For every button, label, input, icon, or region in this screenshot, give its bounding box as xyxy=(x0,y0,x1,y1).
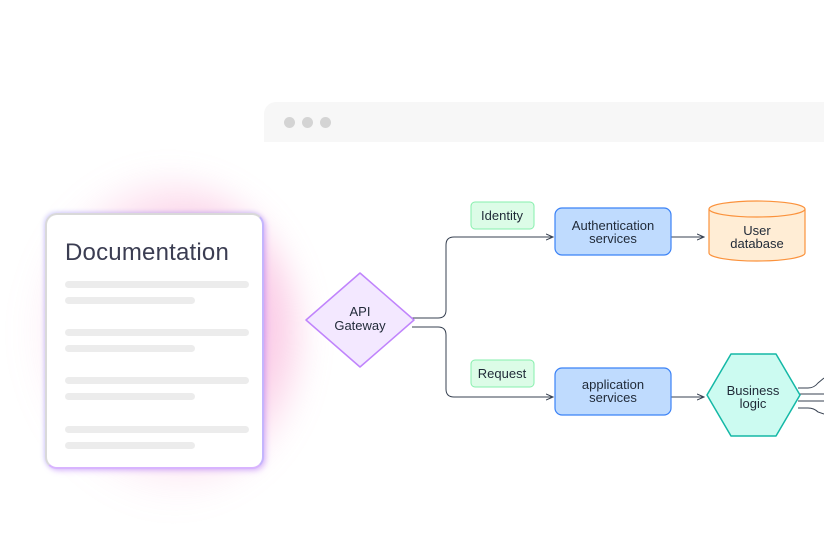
text-placeholder-line xyxy=(65,426,249,433)
user-database-node: User database xyxy=(708,200,806,262)
edge-gateway-to-app xyxy=(412,326,553,397)
business-logic-node: Business logic xyxy=(706,353,801,437)
documentation-card: Documentation xyxy=(45,213,264,469)
text-placeholder-line xyxy=(65,345,195,352)
window-dot-icon xyxy=(284,117,295,128)
identity-label-text: Identity xyxy=(481,208,523,223)
edge-business-out-4 xyxy=(798,407,824,415)
identity-edge-label: Identity xyxy=(470,201,535,230)
auth-services-label-2: services xyxy=(589,231,637,246)
edges xyxy=(412,237,824,415)
browser-title-bar xyxy=(264,102,824,142)
request-edge-label: Request xyxy=(470,359,535,388)
window-dot-icon xyxy=(302,117,313,128)
text-placeholder-line xyxy=(65,393,195,400)
user-database-label-1: User xyxy=(743,223,771,238)
text-placeholder-line xyxy=(65,281,249,288)
text-placeholder-line xyxy=(65,442,195,449)
auth-services-label-1: Authentication xyxy=(572,218,654,233)
text-placeholder-line xyxy=(65,377,249,384)
edge-gateway-to-auth xyxy=(412,237,553,319)
api-gateway-label-2: Gateway xyxy=(334,318,386,333)
app-services-label-1: application xyxy=(582,377,644,392)
text-placeholder-line xyxy=(65,329,249,336)
documentation-title: Documentation xyxy=(65,239,230,266)
user-database-label-2: database xyxy=(730,236,784,251)
architecture-diagram: API Gateway Identity Request Authenticat… xyxy=(305,200,824,437)
api-gateway-label-1: API xyxy=(350,304,371,319)
edge-business-out-1 xyxy=(798,377,824,389)
api-gateway-node: API Gateway xyxy=(305,272,415,368)
business-logic-label-1: Business xyxy=(727,383,780,398)
authentication-services-node: Authentication services xyxy=(554,207,672,256)
request-label-text: Request xyxy=(478,366,527,381)
window-dot-icon xyxy=(320,117,331,128)
business-logic-label-2: logic xyxy=(740,396,767,411)
app-services-label-2: services xyxy=(589,390,637,405)
text-placeholder-line xyxy=(65,297,195,304)
application-services-node: application services xyxy=(554,367,672,416)
